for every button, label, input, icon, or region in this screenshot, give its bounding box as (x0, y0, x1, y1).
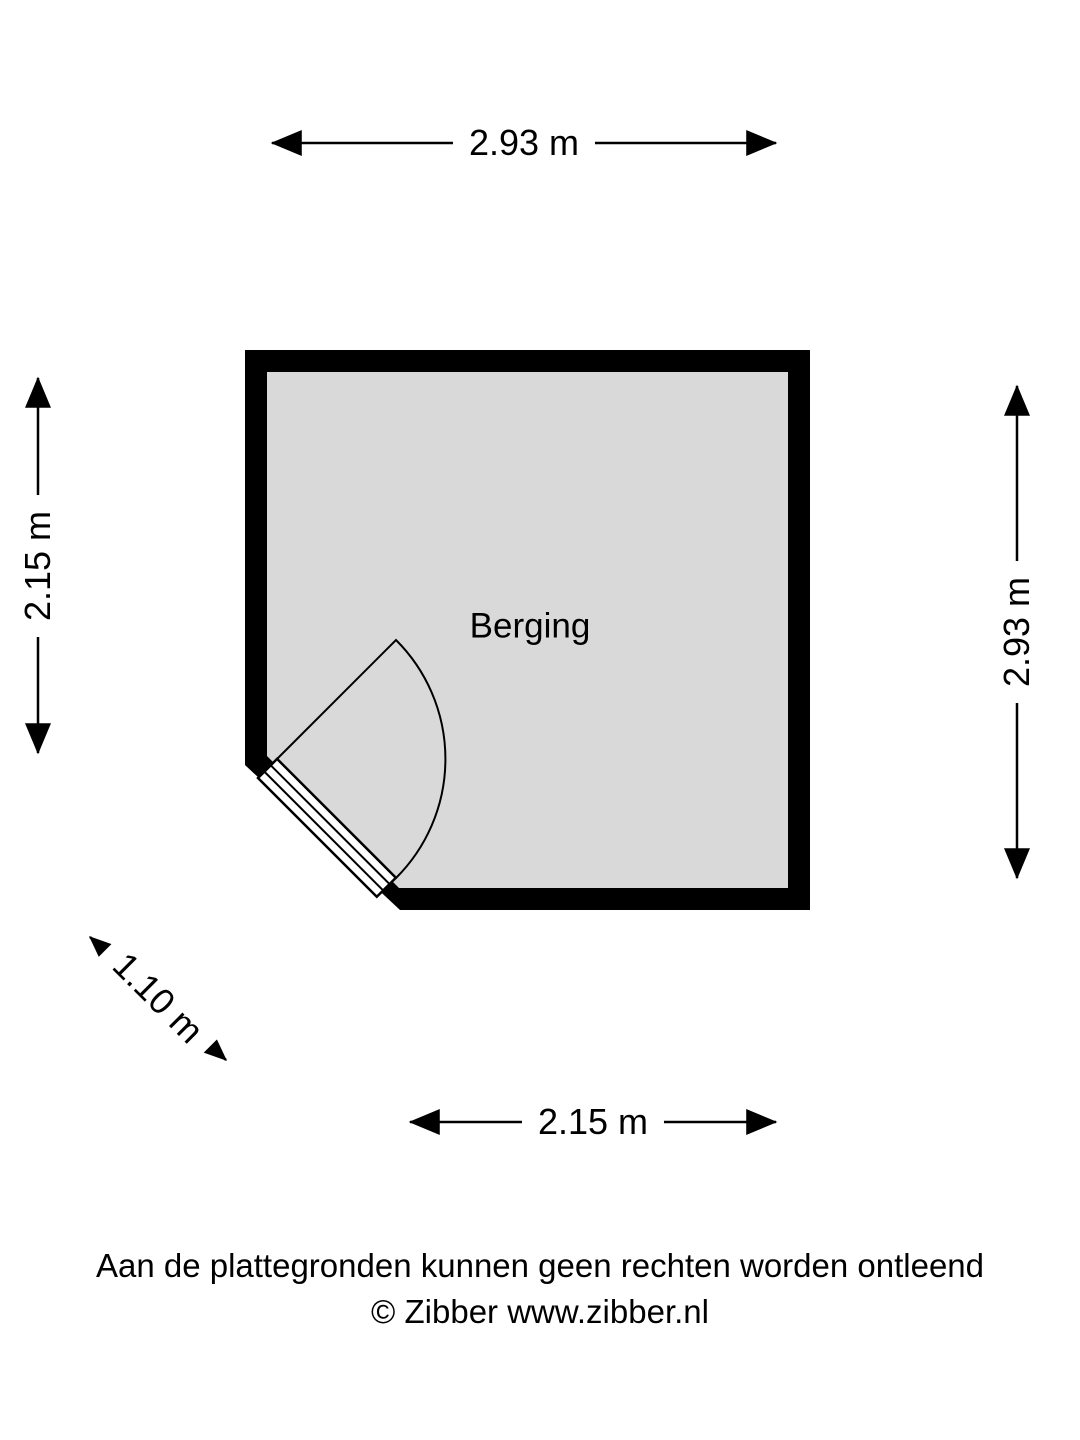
room-floor (267, 372, 788, 888)
door-stripe (263, 770, 384, 892)
dim-label-right: 2.93 m (993, 560, 1041, 704)
door-stripe (270, 764, 391, 885)
footer-copyright: © Zibber www.zibber.nl (371, 1293, 709, 1331)
footer: Aan de plattegronden kunnen geen rechten… (0, 1243, 1080, 1335)
dim-label-top: 2.93 m (452, 119, 596, 167)
door-leaf (256, 757, 398, 899)
door (256, 757, 398, 899)
footer-disclaimer: Aan de plattegronden kunnen geen rechten… (95, 1247, 985, 1284)
room-name-label: Berging (469, 606, 591, 646)
dim-label-bottom: 2.15 m (521, 1098, 665, 1146)
door-swing-arc (276, 638, 447, 879)
dim-label-left: 2.15 m (14, 494, 62, 638)
